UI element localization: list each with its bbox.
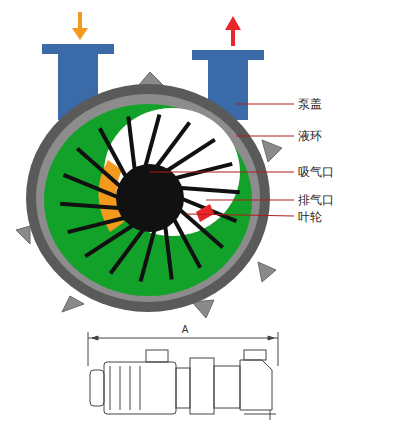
inlet-flange: [42, 44, 114, 54]
part-label: 排气口: [298, 193, 334, 207]
discharge-port: [196, 204, 214, 222]
pump-cover: [36, 94, 260, 302]
impeller-blade: [100, 128, 127, 178]
part-label: 吸气口: [298, 165, 334, 179]
impeller-blade: [165, 140, 215, 172]
impeller-hub: [116, 164, 184, 232]
impeller-blade: [141, 228, 156, 282]
impeller-blade: [60, 204, 122, 208]
outlet-flange: [192, 50, 264, 60]
impeller-blade: [85, 224, 135, 256]
pump-housing: [26, 84, 270, 312]
dimension-label: A: [180, 324, 191, 336]
impeller-blades: [60, 114, 240, 281]
impeller-blade: [128, 116, 135, 172]
impeller-blade: [178, 188, 240, 192]
impeller-blade: [173, 217, 200, 267]
outlet-arrowhead: [225, 16, 241, 30]
part-label: 泵盖: [298, 97, 322, 111]
pump-outline-drawing: [88, 332, 278, 420]
impeller-blade: [165, 224, 172, 280]
part-label: 液环: [298, 129, 322, 143]
impeller-blade: [173, 164, 232, 179]
part-label: 叶轮: [298, 210, 322, 224]
inlet-arrowhead: [72, 28, 88, 40]
impeller-blade: [68, 217, 127, 232]
impeller-blade: [145, 114, 160, 168]
leader-lines: [150, 104, 294, 216]
